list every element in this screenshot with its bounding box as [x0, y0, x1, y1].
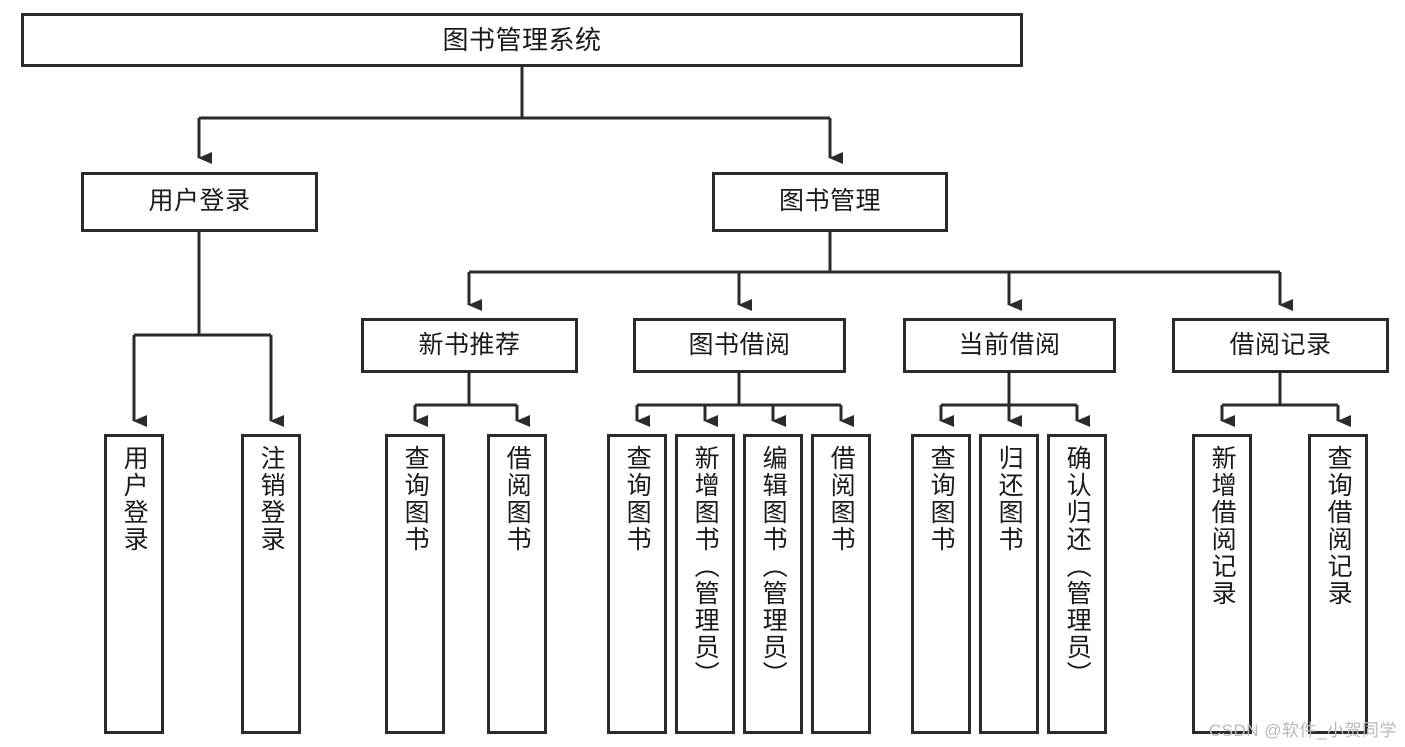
node-label: 用户登录: [148, 187, 251, 216]
leaf-borrow-record-query-record[interactable]: 查询借阅记录: [1308, 434, 1368, 734]
node-root-book-management-system[interactable]: 图书管理系统: [21, 13, 1023, 67]
node-label: 当前借阅: [958, 330, 1061, 359]
node-label: 新书推荐: [418, 330, 521, 359]
node-label: 确认归还（管理员）: [1063, 445, 1092, 688]
node-label: 新增借阅记录: [1208, 445, 1237, 607]
node-label: 图书管理系统: [442, 24, 602, 55]
node-label: 新增图书（管理员）: [691, 445, 720, 688]
node-current-borrow[interactable]: 当前借阅: [903, 318, 1116, 373]
node-label: 图书管理: [778, 187, 881, 216]
node-borrow-record[interactable]: 借阅记录: [1172, 318, 1389, 373]
node-label: 图书借阅: [688, 330, 791, 359]
leaf-current-borrow-confirm-return-admin[interactable]: 确认归还（管理员）: [1047, 434, 1107, 734]
node-label: 编辑图书（管理员）: [759, 445, 788, 688]
node-user-login[interactable]: 用户登录: [81, 172, 318, 232]
node-label: 归还图书: [995, 445, 1024, 553]
leaf-borrow-record-add-record[interactable]: 新增借阅记录: [1192, 434, 1252, 734]
leaf-user-login-login[interactable]: 用户登录: [104, 434, 164, 734]
node-new-book-recommend[interactable]: 新书推荐: [361, 318, 578, 373]
leaf-book-borrow-query-book[interactable]: 查询图书: [607, 434, 667, 734]
node-label: 借阅图书: [503, 445, 532, 553]
node-book-management[interactable]: 图书管理: [712, 172, 948, 232]
leaf-user-login-logout[interactable]: 注销登录: [241, 434, 301, 734]
leaf-book-borrow-add-book-admin[interactable]: 新增图书（管理员）: [675, 434, 735, 734]
node-label: 用户登录: [120, 445, 149, 553]
node-label: 注销登录: [257, 445, 286, 553]
node-label: 借阅图书: [827, 445, 856, 553]
leaf-book-borrow-edit-book-admin[interactable]: 编辑图书（管理员）: [743, 434, 803, 734]
node-label: 查询图书: [927, 445, 956, 553]
leaf-current-borrow-return-book[interactable]: 归还图书: [979, 434, 1039, 734]
leaf-book-borrow-borrow-book[interactable]: 借阅图书: [811, 434, 871, 734]
node-label: 查询图书: [623, 445, 652, 553]
leaf-current-borrow-query-book[interactable]: 查询图书: [911, 434, 971, 734]
node-book-borrow[interactable]: 图书借阅: [633, 318, 846, 373]
watermark-text: CSDN @软件_小贺同学: [1208, 721, 1397, 740]
node-label: 借阅记录: [1229, 330, 1332, 359]
node-label: 查询借阅记录: [1324, 445, 1353, 607]
leaf-new-book-borrow-book[interactable]: 借阅图书: [487, 434, 547, 734]
node-label: 查询图书: [401, 445, 430, 553]
leaf-new-book-query-book[interactable]: 查询图书: [385, 434, 445, 734]
